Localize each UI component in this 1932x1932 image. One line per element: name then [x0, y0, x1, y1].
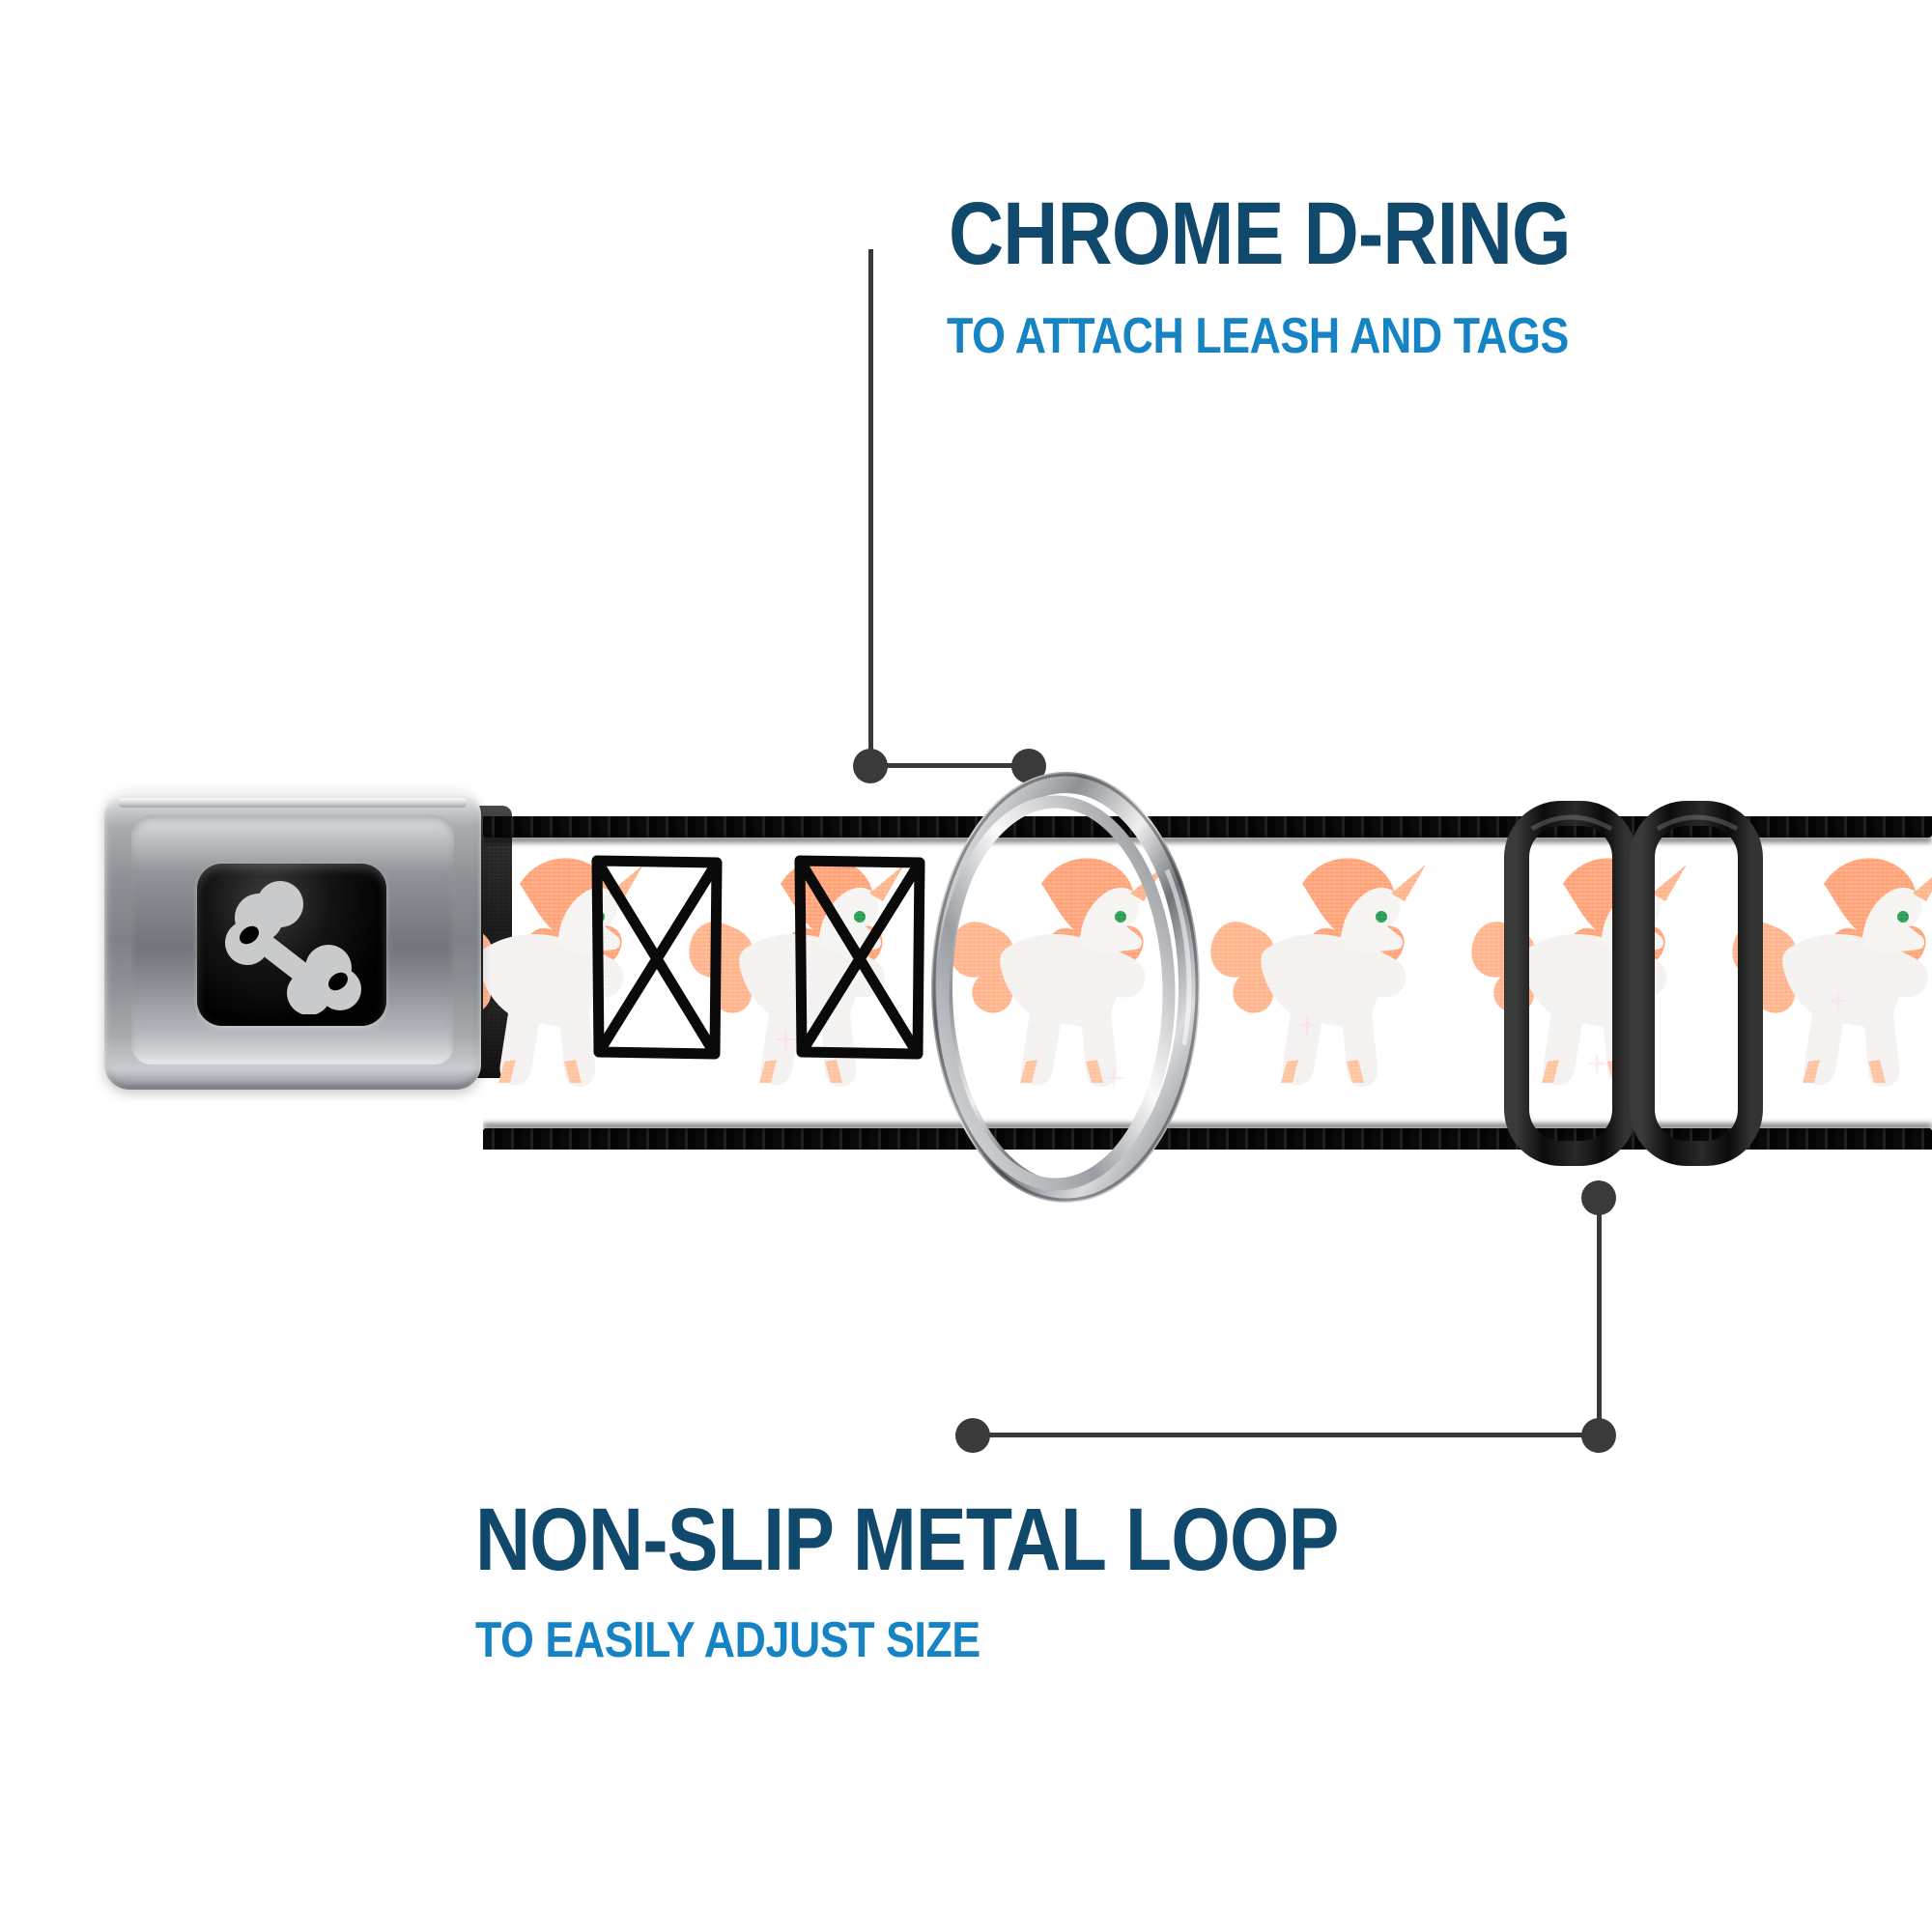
leader-line-metal-loop-horizontal	[971, 1433, 1601, 1437]
buckle-top-seam	[118, 798, 468, 808]
sparkle-icon	[1584, 1051, 1609, 1076]
tri-glide-slider	[1504, 801, 1763, 1166]
callout-title-non-slip-metal-loop: NON-SLIP METAL LOOP	[475, 1491, 1339, 1589]
sparkle-icon	[773, 1027, 798, 1052]
leader-line-metal-loop-vertical	[1597, 1196, 1602, 1435]
leader-dot-metal-loop-target	[1581, 1180, 1616, 1215]
dog-bone-icon	[225, 881, 361, 1014]
d-ring	[931, 772, 1200, 1203]
leader-dot-metal-loop-corner	[1581, 1418, 1616, 1453]
dog-collar-product	[0, 580, 1932, 1203]
callout-subtitle-chrome-d-ring: TO ATTACH LEASH AND TAGS	[947, 308, 1569, 364]
box-stitch-icon	[794, 855, 925, 1060]
sparkle-icon	[1101, 1065, 1126, 1091]
seatbelt-buckle	[104, 790, 481, 1090]
sparkle-icon	[1294, 1012, 1320, 1037]
leader-line-d-ring-vertical	[868, 249, 873, 766]
webbing-strap	[483, 816, 1932, 1150]
unicorn-pattern-layer	[483, 834, 1932, 1133]
leader-line-d-ring-horizontal	[868, 763, 1031, 768]
callout-subtitle-non-slip-metal-loop: TO EASILY ADJUST SIZE	[475, 1612, 980, 1668]
box-stitch-icon	[591, 855, 723, 1060]
leader-dot-d-ring-corner	[853, 749, 888, 783]
callout-title-chrome-d-ring: CHROME D-RING	[949, 185, 1572, 283]
sparkle-icon	[1826, 988, 1851, 1013]
leader-dot-metal-loop-label	[955, 1418, 990, 1453]
buckle-logo-window	[197, 864, 386, 1026]
strap-weave-texture	[483, 816, 1932, 1150]
